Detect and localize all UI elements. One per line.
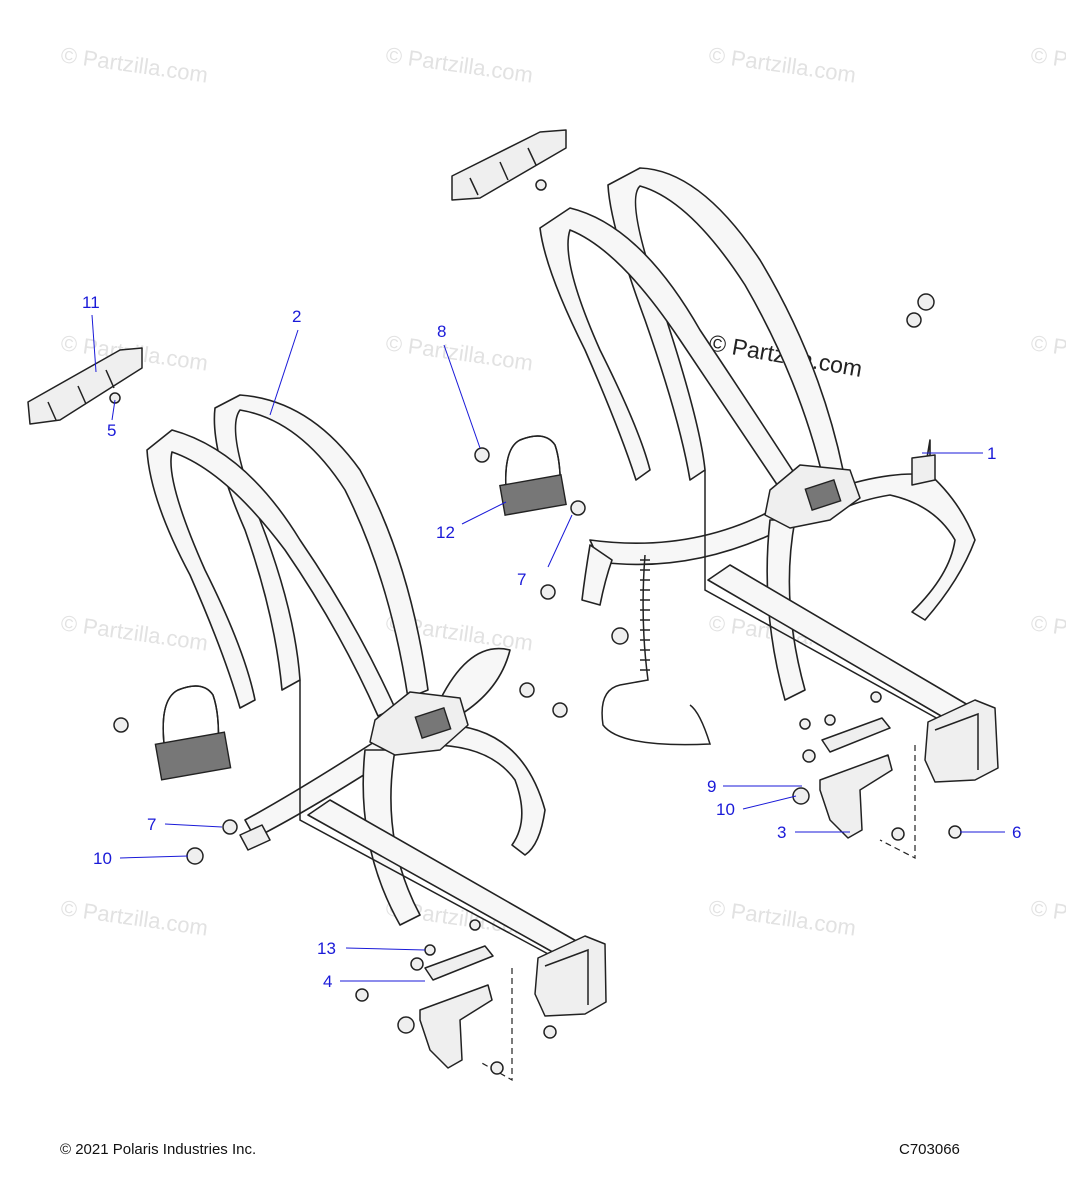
watermark: © Partzilla.com	[1029, 330, 1066, 375]
callout-4: 4	[323, 972, 332, 991]
leader-lines	[91, 314, 1005, 982]
callout-11: 11	[82, 293, 100, 312]
watermark: © Partzilla.com	[707, 42, 857, 87]
mount-bracket-right	[819, 717, 916, 859]
watermark: © Partzilla.com	[384, 42, 534, 87]
callouts: 1 2 3 4 5 6 7 7 8 9 10 10 11 12 13	[82, 293, 1021, 991]
callout-6: 6	[1012, 823, 1021, 842]
harness-right	[539, 167, 999, 783]
watermark: © Partzilla.com	[1029, 610, 1066, 655]
callout-13: 13	[317, 939, 336, 958]
fasteners	[109, 179, 962, 1075]
callout-10-right: 10	[716, 800, 735, 819]
callout-3: 3	[777, 823, 786, 842]
watermark: © Partzilla.com	[384, 330, 534, 375]
watermark: © Partzilla.com	[1029, 895, 1066, 940]
guide-bracket-left	[27, 347, 143, 425]
callout-5: 5	[107, 421, 116, 440]
copyright-notice: © 2021 Polaris Industries Inc.	[60, 1141, 257, 1158]
callout-9: 9	[707, 777, 716, 796]
callout-1: 1	[987, 444, 996, 463]
watermark: © Partzilla.com	[59, 895, 209, 940]
callout-7-upper: 7	[517, 570, 526, 589]
guide-bracket-right	[451, 129, 567, 201]
figure-code: C703066	[899, 1141, 960, 1158]
callout-8: 8	[437, 322, 446, 341]
watermark: © Partzilla.com	[59, 42, 209, 87]
harness-left	[146, 394, 607, 1017]
watermark: © Partzilla.com	[707, 895, 857, 940]
callout-2: 2	[292, 307, 301, 326]
callout-10-left: 10	[93, 849, 112, 868]
handle-upper	[499, 435, 567, 516]
callout-7-lower: 7	[147, 815, 156, 834]
mount-bracket-left	[419, 945, 513, 1082]
callout-12: 12	[436, 523, 455, 542]
watermark: © Partzilla.com	[1029, 42, 1066, 87]
watermark: © Partzilla.com	[59, 610, 209, 655]
handle-lower	[154, 685, 232, 781]
